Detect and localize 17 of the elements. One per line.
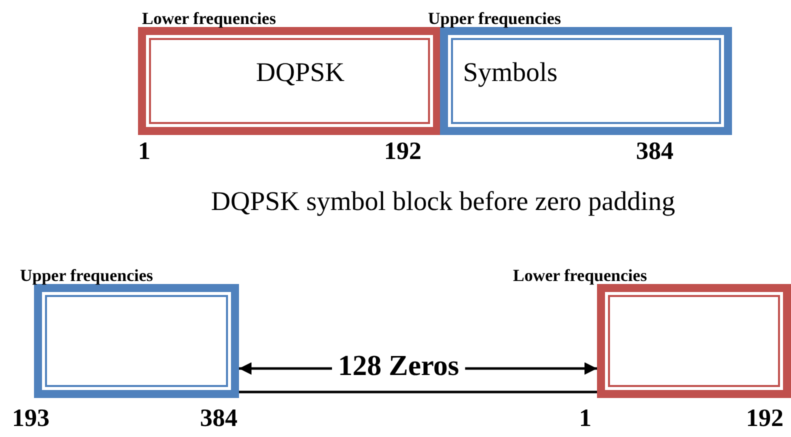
arrow bbox=[239, 362, 332, 375]
index-number: 1 bbox=[579, 406, 592, 431]
caption-text: DQPSK symbol block before zero padding bbox=[211, 188, 676, 215]
text-label: 128 Zeros bbox=[338, 352, 460, 381]
block-text: Symbols bbox=[463, 57, 558, 88]
index-number: 192 bbox=[384, 139, 422, 164]
block-heading: Lower frequencies bbox=[142, 9, 276, 29]
index-number: 1 bbox=[138, 139, 150, 164]
index-number: 192 bbox=[746, 406, 784, 431]
block-heading: Upper frequencies bbox=[428, 9, 562, 29]
index-number: 193 bbox=[12, 406, 50, 431]
block-heading: Upper frequencies bbox=[20, 266, 154, 286]
index-number: 384 bbox=[636, 139, 674, 164]
index-number: 384 bbox=[200, 406, 238, 431]
arrow bbox=[465, 362, 597, 375]
block-text: DQPSK bbox=[256, 57, 345, 88]
block-heading: Lower frequencies bbox=[513, 266, 647, 286]
